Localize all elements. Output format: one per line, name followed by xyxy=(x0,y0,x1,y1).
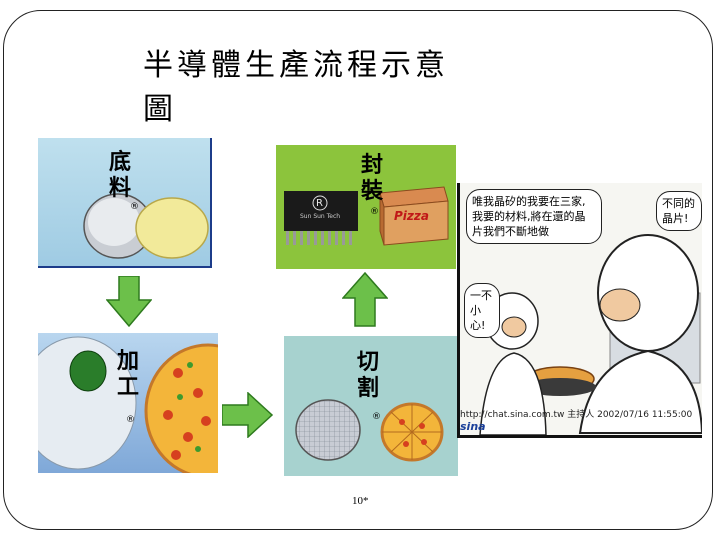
speech-bubble-main: 唯我晶矽的我要在三家,我要的材料,將在還的晶片我們不斷地做 xyxy=(466,189,602,244)
wafer-highlight xyxy=(88,198,140,246)
raw-material-panel: 底料 ® xyxy=(38,138,212,268)
processing-panel: 加工 ® xyxy=(38,333,218,473)
packaging-mark: ® xyxy=(370,207,379,217)
cartoon-credit: http://chat.sina.com.tw 主持人 2002/07/16 1… xyxy=(460,407,700,433)
sina-logo: sina xyxy=(460,420,486,433)
engineer-suit xyxy=(578,349,702,434)
page-number: 10* xyxy=(352,495,369,507)
engineer-face xyxy=(599,288,641,322)
pizza-box xyxy=(379,186,449,246)
worker-face xyxy=(501,316,527,338)
arrow-up xyxy=(342,272,388,327)
packaging-label: 封裝 xyxy=(360,153,383,204)
chip-package xyxy=(284,191,358,245)
cartoon-panel: 唯我晶矽的我要在三家,我要的材料,將在還的晶片我們不斷地做 不同的晶片! 一不小… xyxy=(457,183,702,438)
cutting-illustration xyxy=(295,399,444,462)
dough-disc xyxy=(135,197,209,259)
processed-wafer xyxy=(38,336,137,470)
processing-label: 加工 xyxy=(116,349,139,400)
credit-text: http://chat.sina.com.tw 主持人 2002/07/16 1… xyxy=(460,410,693,420)
pizza xyxy=(144,343,218,473)
cutting-label: 切割 xyxy=(356,350,379,401)
diced-wafer xyxy=(295,399,361,461)
arrow-right xyxy=(222,392,274,438)
chip-logo: R xyxy=(316,198,323,209)
slide-title: 半導體生產流程示意圖 xyxy=(143,48,449,127)
pizza-box-text: Pizza xyxy=(394,209,429,223)
chip-brand: Sun Sun Tech xyxy=(300,213,341,220)
worker-suit xyxy=(479,352,547,435)
cutting-mark: ® xyxy=(372,412,381,422)
speech-bubble-left: 一不小心! xyxy=(464,283,500,338)
processing-illustration xyxy=(38,336,218,473)
packaging-illustration xyxy=(284,186,449,246)
arrow-down xyxy=(106,276,152,328)
raw-material-mark: ® xyxy=(130,202,139,212)
raw-material-illustration xyxy=(83,193,209,259)
cutting-panel: 切割 ® xyxy=(284,336,458,476)
slide-frame xyxy=(3,10,713,530)
processing-mark: ® xyxy=(126,415,135,425)
raw-material-label: 底料 xyxy=(108,150,131,201)
packaging-panel: R Sun Sun Tech Pizza 封裝 ® xyxy=(276,145,456,269)
speech-bubble-right: 不同的晶片! xyxy=(656,191,702,231)
circuit-patch xyxy=(69,350,107,392)
